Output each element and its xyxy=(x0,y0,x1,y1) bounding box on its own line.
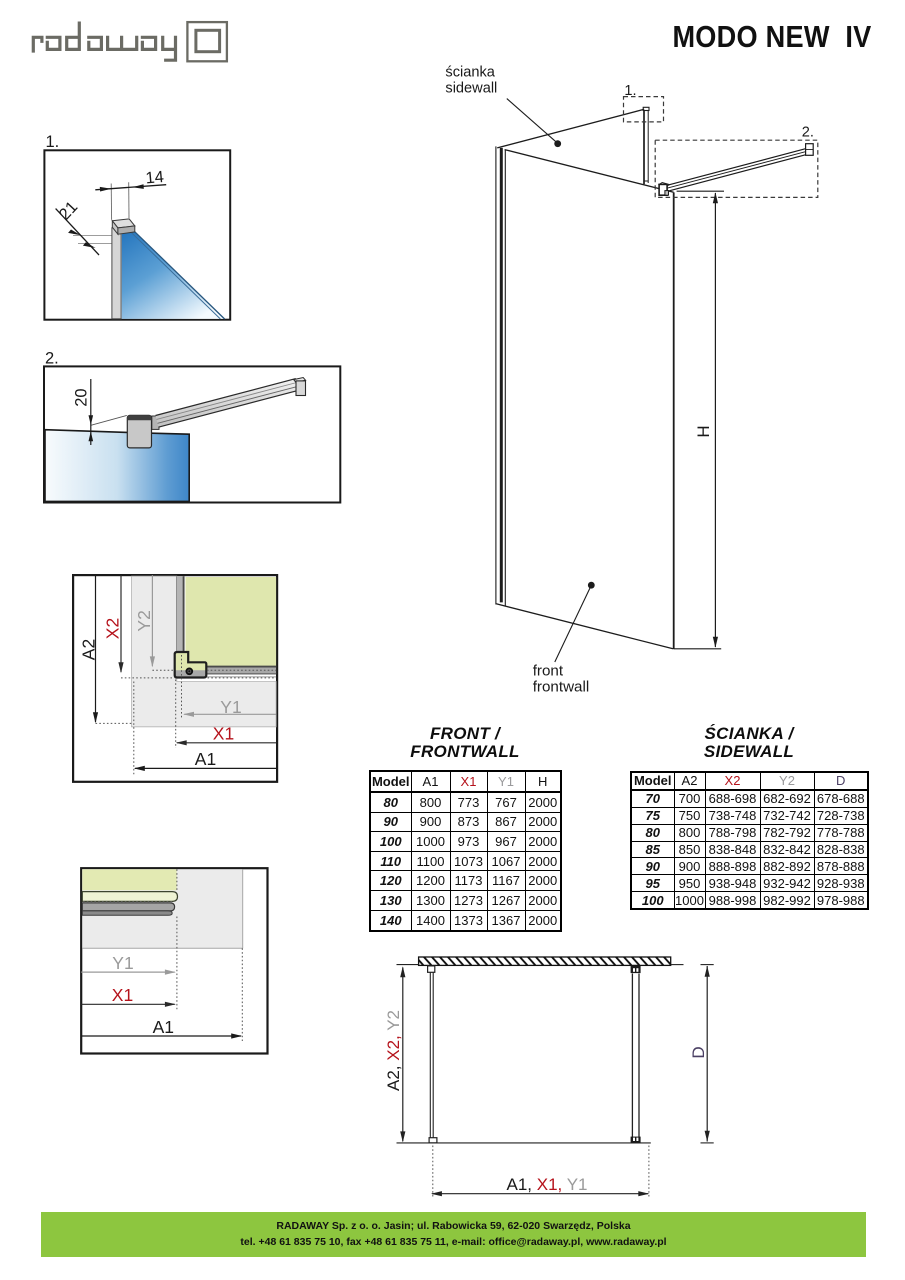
svg-text:Y2: Y2 xyxy=(134,610,154,631)
svg-text:A2: A2 xyxy=(78,639,98,660)
svg-text:2.: 2. xyxy=(45,349,59,367)
svg-text:front: front xyxy=(533,662,564,679)
svg-text:Y1: Y1 xyxy=(112,953,133,973)
svg-text:X1: X1 xyxy=(213,724,234,744)
svg-text:D: D xyxy=(689,1046,708,1058)
svg-text:H: H xyxy=(694,425,713,437)
svg-text:20: 20 xyxy=(73,388,91,406)
svg-text:14: 14 xyxy=(145,168,165,188)
svg-text:X1: X1 xyxy=(112,985,133,1005)
svg-text:frontwall: frontwall xyxy=(533,679,590,696)
svg-text:A1: A1 xyxy=(195,749,216,769)
svg-text:1.: 1. xyxy=(624,83,636,99)
svg-text:Y1: Y1 xyxy=(220,697,241,717)
svg-text:2.: 2. xyxy=(802,125,814,141)
svg-text:ścianka: ścianka xyxy=(445,65,495,81)
svg-text:1.: 1. xyxy=(46,133,60,151)
svg-text:sidewall: sidewall xyxy=(445,81,497,97)
svg-text:A1: A1 xyxy=(153,1017,174,1037)
svg-text:A2, X2, Y2: A2, X2, Y2 xyxy=(384,1010,403,1091)
svg-text:A1, X1, Y1: A1, X1, Y1 xyxy=(507,1175,588,1194)
svg-text:X2: X2 xyxy=(103,618,123,639)
